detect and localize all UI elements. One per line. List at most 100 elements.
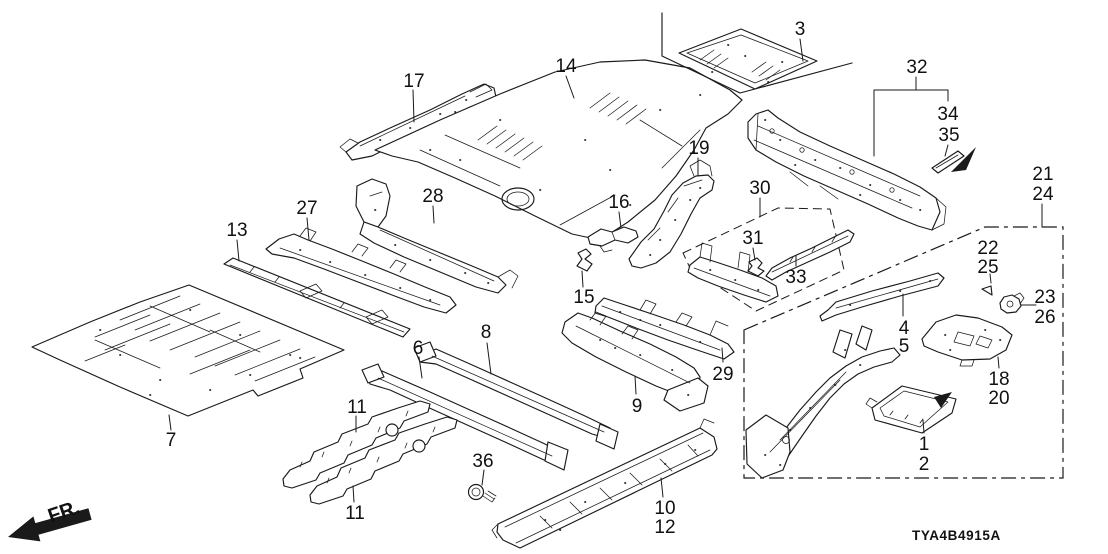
part-outline (687, 256, 779, 303)
part-label-8[interactable]: 8 (481, 322, 492, 343)
part-label-24[interactable]: 24 (1032, 184, 1054, 205)
part-outline (921, 314, 1013, 361)
spare-well-hole-inner (506, 191, 530, 207)
part-detail (935, 154, 959, 169)
leader-36 (481, 469, 485, 486)
part-label-10[interactable]: 10 (654, 498, 675, 519)
part-label-20[interactable]: 20 (988, 388, 1009, 409)
part-label-22[interactable]: 22 (977, 238, 998, 259)
sill-ribs (539, 444, 699, 529)
part-label-18[interactable]: 18 (988, 369, 1009, 390)
part-36-bolt (467, 483, 497, 503)
part-label-13[interactable]: 13 (226, 220, 247, 241)
part-4-5-strip (819, 272, 945, 322)
part-31-clip (747, 257, 765, 277)
part-label-30[interactable]: 30 (749, 178, 770, 199)
part-outline (587, 226, 639, 247)
part-32-crossmember (747, 109, 947, 231)
part-speckles (544, 449, 697, 531)
fr-arrow-icon (8, 508, 92, 542)
part-label-3[interactable]: 3 (795, 19, 806, 40)
part-outline (496, 427, 718, 549)
leader-18-20 (997, 356, 1000, 369)
part-outline (765, 229, 855, 281)
part-detail (369, 191, 519, 289)
part-label-25[interactable]: 25 (977, 257, 998, 278)
part-19-pillar (628, 159, 715, 269)
part-detail (771, 235, 849, 273)
part-28-crossmember (355, 178, 519, 294)
part-label-27[interactable]: 27 (296, 198, 317, 219)
part-label-16[interactable]: 16 (608, 192, 629, 213)
frame-gusset (745, 414, 791, 479)
part-speckles (944, 329, 1002, 351)
part-label-35[interactable]: 35 (938, 125, 959, 146)
part-speckles (99, 309, 302, 396)
leader-7 (168, 414, 172, 431)
part-label-31[interactable]: 31 (742, 228, 763, 249)
leader-1-2 (922, 419, 925, 434)
rail-clamp (412, 439, 426, 453)
part-label-2[interactable]: 2 (919, 454, 930, 475)
part-number-labels: 17 14 3 32 34 35 21 24 27 13 28 19 16 30… (166, 19, 1056, 538)
part-label-28[interactable]: 28 (422, 186, 443, 207)
part-outline (223, 257, 411, 338)
direction-arrow-small (951, 147, 976, 172)
part-label-33[interactable]: 33 (785, 267, 806, 288)
part-flange (355, 178, 391, 228)
frame-fin (855, 325, 873, 351)
part-label-9[interactable]: 9 (632, 396, 643, 417)
part-label-19[interactable]: 19 (688, 138, 709, 159)
vent-slots (589, 92, 647, 125)
part-11-rail-front (282, 400, 431, 489)
part-label-14[interactable]: 14 (555, 56, 577, 77)
part-detail (601, 299, 729, 351)
part-outline (871, 385, 957, 434)
leader-29 (721, 347, 724, 363)
part-29-rail (594, 297, 735, 360)
part-label-21[interactable]: 21 (1032, 164, 1053, 185)
part-15-clip (576, 248, 593, 272)
part-10-12-sill (491, 418, 718, 549)
diagram-artwork (31, 12, 1064, 549)
floor-ribs (84, 295, 316, 382)
end-plate (595, 423, 619, 450)
part-label-11-rear[interactable]: 11 (345, 503, 365, 524)
part-detail (339, 83, 493, 153)
part-outline (374, 59, 743, 241)
part-label-1[interactable]: 1 (919, 434, 930, 455)
leader-16 (618, 211, 622, 229)
part-speckles (649, 187, 702, 256)
part-label-26[interactable]: 26 (1034, 307, 1055, 328)
part-detail (1013, 292, 1025, 305)
part-label-32[interactable]: 32 (906, 57, 927, 78)
part-label-17[interactable]: 17 (403, 71, 424, 92)
part-30-bracket (687, 242, 779, 303)
part-label-12[interactable]: 12 (654, 517, 675, 538)
part-label-15[interactable]: 15 (573, 287, 594, 308)
part-label-6[interactable]: 6 (413, 338, 424, 359)
part-outline (747, 109, 941, 231)
part-label-7[interactable]: 7 (166, 430, 177, 451)
part-label-5[interactable]: 5 (899, 336, 910, 357)
leader-8 (486, 342, 492, 375)
part-outline (576, 248, 593, 272)
bolt-head (467, 483, 485, 501)
part-34-35-strip (931, 150, 965, 174)
part-outline (628, 174, 715, 269)
part-speckles (764, 349, 862, 466)
leader-10-12 (660, 477, 664, 498)
part-label-34[interactable]: 34 (937, 104, 959, 125)
bolt-head-inner (471, 487, 481, 497)
part-label-11-front[interactable]: 11 (347, 397, 367, 418)
leader-22-25 (989, 273, 992, 284)
part-detail (865, 390, 949, 428)
part-label-23[interactable]: 23 (1034, 287, 1055, 308)
vent-slots (699, 49, 781, 81)
part-label-4[interactable]: 4 (899, 318, 910, 339)
bolt-threads (482, 490, 497, 503)
part-label-29[interactable]: 29 (712, 364, 733, 385)
part-detail (491, 418, 715, 544)
vent-slots (477, 125, 543, 161)
part-label-36[interactable]: 36 (472, 451, 493, 472)
